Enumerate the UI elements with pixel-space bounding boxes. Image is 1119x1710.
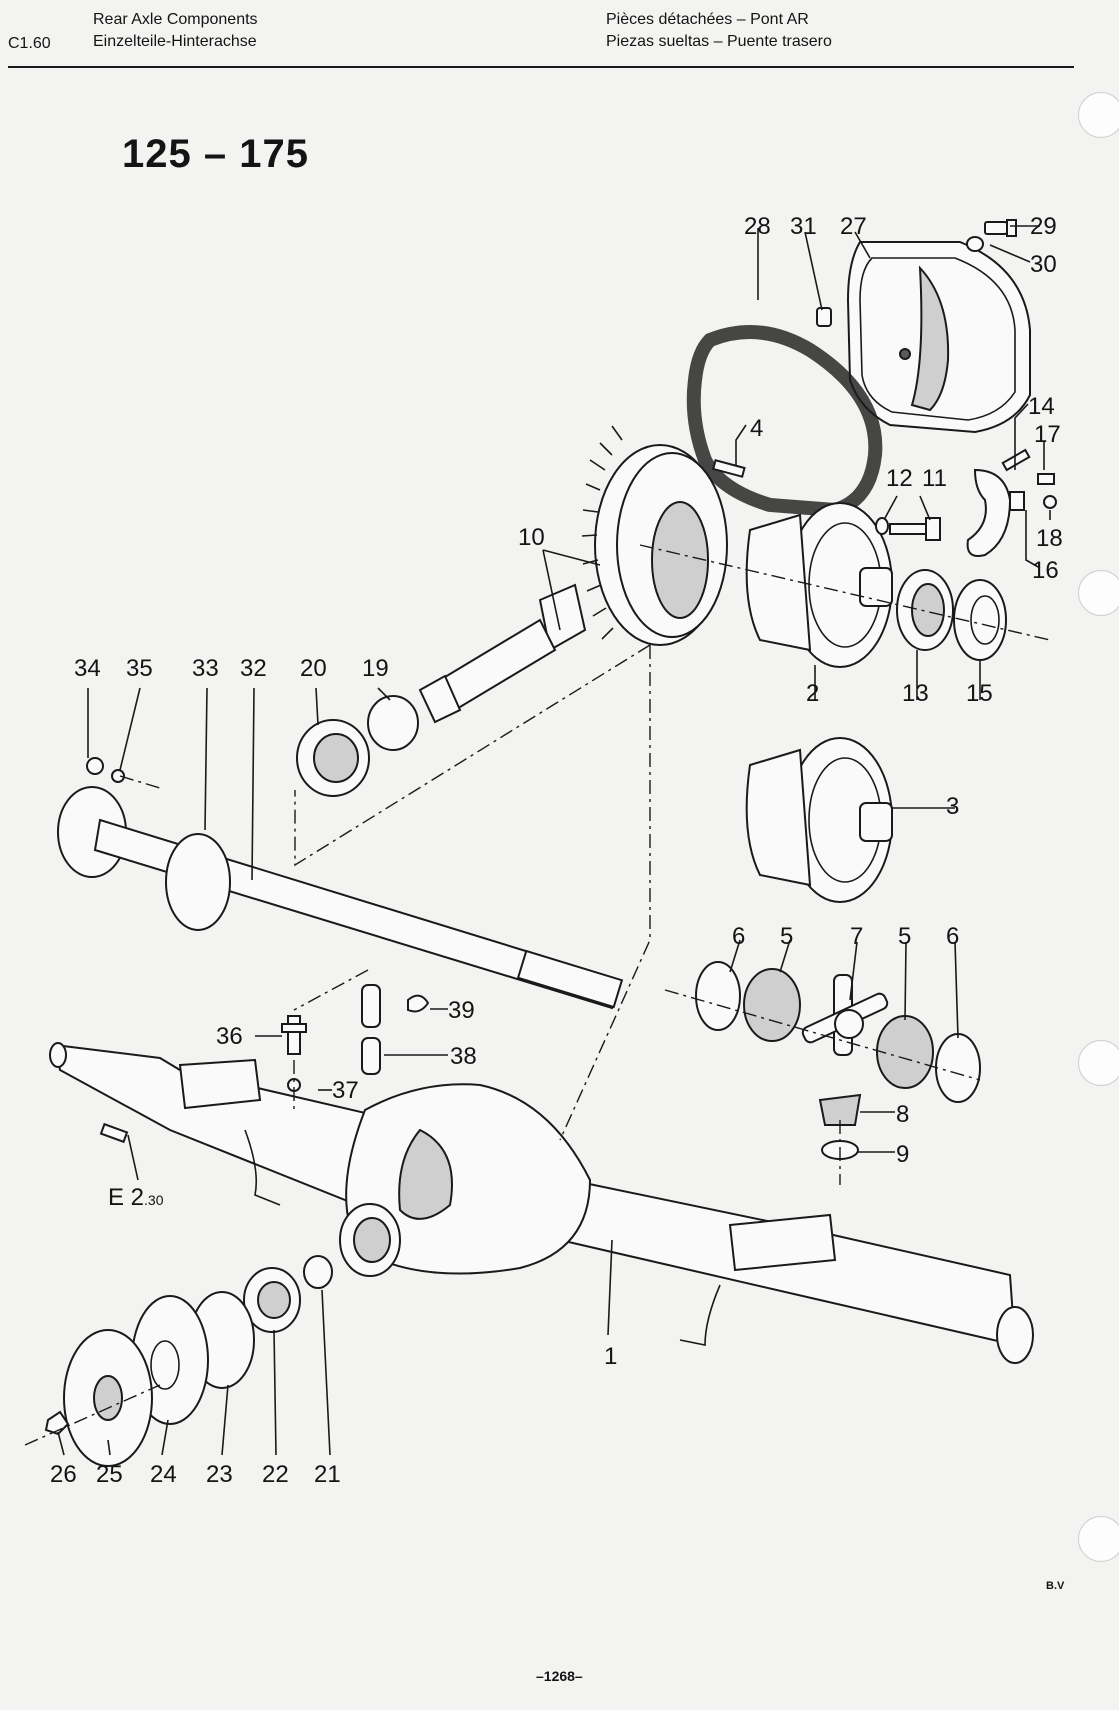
title-german: Einzelteile-Hinterachse xyxy=(93,33,257,50)
callout-7: 7 xyxy=(850,923,863,950)
axle-shaft xyxy=(57,786,624,1010)
callout-6-left: 6 xyxy=(732,923,745,950)
callout-27: 27 xyxy=(840,213,867,240)
section-code: C1.60 xyxy=(8,35,51,52)
callout-22: 22 xyxy=(262,1461,289,1488)
punch-hole xyxy=(1078,1040,1119,1086)
lock-bolt xyxy=(1001,448,1031,472)
cover-bolt xyxy=(984,219,1017,237)
callout-15: 15 xyxy=(966,680,993,707)
differential-assembly xyxy=(745,737,893,903)
callout-29: 29 xyxy=(1030,213,1057,240)
callout-28: 28 xyxy=(744,213,771,240)
callout-9: 9 xyxy=(896,1141,909,1168)
drive-pinion xyxy=(418,583,587,724)
side-gear xyxy=(743,968,801,1042)
callout-2: 2 xyxy=(806,680,819,707)
pinion-gear xyxy=(818,1093,862,1126)
assembly-dash-lines xyxy=(24,544,1051,1446)
retaining-clip xyxy=(407,994,430,1013)
callout-30: 30 xyxy=(1030,251,1057,278)
title-english: Rear Axle Components xyxy=(93,11,258,28)
axle-housing xyxy=(49,1042,1034,1364)
callout-14: 14 xyxy=(1028,393,1055,420)
wheel-bearing xyxy=(243,1267,301,1333)
differential-spider xyxy=(801,974,889,1056)
cover-gasket xyxy=(686,325,883,518)
crown-wheel-bolt xyxy=(711,459,746,478)
thrust-washer xyxy=(695,961,741,1031)
thrust-washer-right xyxy=(935,1033,981,1103)
punch-hole xyxy=(1078,92,1119,138)
callout-39: 39 xyxy=(448,997,475,1024)
callout-19: 19 xyxy=(362,655,389,682)
side-gear-right xyxy=(876,1015,934,1089)
callout-4: 4 xyxy=(750,415,763,442)
leader-lines xyxy=(57,225,1051,1456)
carrier-bearing xyxy=(896,569,954,651)
pinion-bearing xyxy=(296,719,370,797)
callout-17: 17 xyxy=(1034,421,1061,448)
callout-31: 31 xyxy=(790,213,817,240)
pinion-shim xyxy=(367,695,419,751)
breather-valve xyxy=(281,1015,307,1055)
callout-37: 37 xyxy=(332,1077,359,1104)
spring-plate-arm xyxy=(244,1129,721,1346)
axle-shaft-gasket xyxy=(165,833,231,931)
callout-18: 18 xyxy=(1036,525,1063,552)
filler-plug xyxy=(816,307,832,327)
callout-8: 8 xyxy=(896,1101,909,1128)
bearing-cap xyxy=(966,468,1012,557)
footer-mark: B.V xyxy=(1046,1580,1065,1592)
callout-21: 21 xyxy=(314,1461,341,1488)
shaft-washer xyxy=(111,769,125,783)
page-number: –1268– xyxy=(536,1668,583,1684)
oil-seal xyxy=(303,1255,333,1289)
callout-32: 32 xyxy=(240,655,267,682)
callout-6-right: 6 xyxy=(946,923,959,950)
lock-plate xyxy=(1009,491,1025,511)
callout-26: 26 xyxy=(50,1461,77,1488)
callout-numbers: 28 31 27 29 30 4 14 17 12 11 18 16 10 2 … xyxy=(50,213,1063,1488)
crown-wheel xyxy=(581,425,728,646)
callout-13: 13 xyxy=(902,680,929,707)
callout-16: 16 xyxy=(1032,557,1059,584)
callout-1: 1 xyxy=(604,1343,617,1370)
reference-e230: E 2.30 xyxy=(108,1184,164,1211)
callout-34: 34 xyxy=(74,655,101,682)
callout-5-left: 5 xyxy=(780,923,793,950)
callout-25: 25 xyxy=(96,1461,123,1488)
dowel-pin-split xyxy=(361,1037,381,1075)
callout-5-right: 5 xyxy=(898,923,911,950)
housing-bolt xyxy=(99,1122,129,1144)
wheel-hub-flange xyxy=(63,1329,153,1467)
dowel-pin xyxy=(361,984,381,1028)
bearing-cap-washer xyxy=(875,517,889,535)
callout-23: 23 xyxy=(206,1461,233,1488)
callout-3: 3 xyxy=(946,793,959,820)
lock-screw xyxy=(1037,473,1055,485)
callout-10: 10 xyxy=(518,524,545,551)
cover-washer xyxy=(966,236,984,252)
callout-38: 38 xyxy=(450,1043,477,1070)
callout-12: 12 xyxy=(886,465,913,492)
punch-hole xyxy=(1078,570,1119,616)
callout-33: 33 xyxy=(192,655,219,682)
title-spanish: Piezas sueltas – Puente trasero xyxy=(606,33,832,50)
header-divider xyxy=(8,66,1074,68)
differential-cover xyxy=(846,241,1031,434)
callout-24: 24 xyxy=(150,1461,177,1488)
model-range-title: 125 – 175 xyxy=(122,132,309,176)
callout-11: 11 xyxy=(922,465,947,492)
callout-36: 36 xyxy=(216,1023,243,1050)
bearing-cap-bolt xyxy=(889,517,941,541)
title-french: Pièces détachées – Pont AR xyxy=(606,11,809,28)
callout-20: 20 xyxy=(300,655,327,682)
differential-case xyxy=(745,502,893,668)
callout-35: 35 xyxy=(126,655,153,682)
punch-hole xyxy=(1078,1516,1119,1562)
lock-washer xyxy=(1043,495,1057,509)
shaft-nut xyxy=(86,757,104,775)
